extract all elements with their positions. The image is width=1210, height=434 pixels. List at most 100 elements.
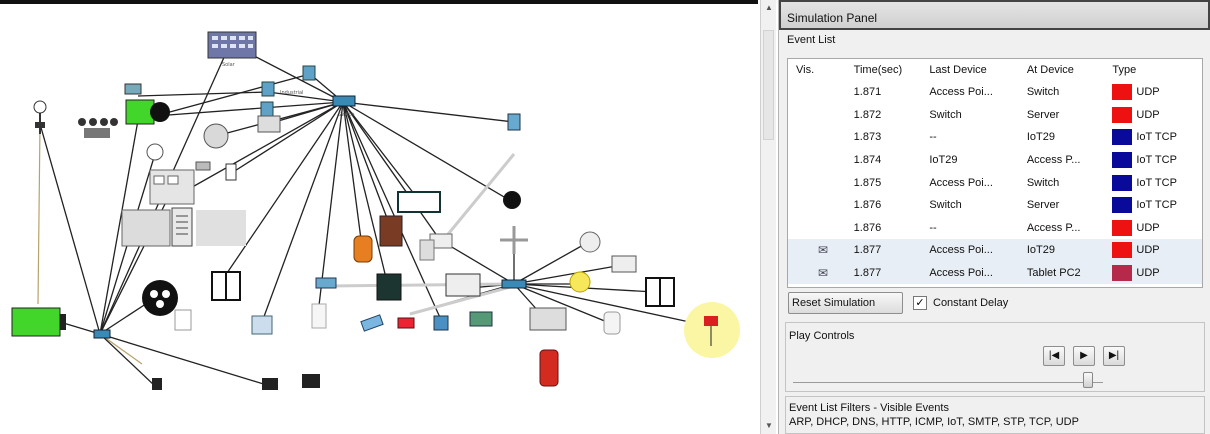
at-device-cell: Access P... xyxy=(1026,154,1081,167)
time-cell: 1.874 xyxy=(853,154,882,167)
step-forward-button[interactable]: ▶| xyxy=(1103,346,1125,366)
event-color-swatch xyxy=(1112,106,1133,123)
speed-slider-track[interactable] xyxy=(793,382,1103,383)
event-color-swatch xyxy=(1112,265,1133,282)
type-cell: IoT TCP xyxy=(1108,126,1202,149)
play-button[interactable]: ▶ xyxy=(1073,346,1095,366)
type-cell: IoT TCP xyxy=(1108,194,1202,217)
time-cell: 1.877 xyxy=(849,239,926,262)
at-device-cell: Switch xyxy=(1026,86,1060,99)
network-topology-canvas[interactable]: Solar Industrial Switch xyxy=(0,0,758,434)
vis-cell xyxy=(788,149,850,172)
vis-cell xyxy=(788,126,850,149)
last-device-cell: -- xyxy=(929,221,937,234)
last-device-cell: Access Poi... xyxy=(925,239,1023,262)
type-cell: IoT TCP xyxy=(1108,149,1202,172)
vis-cell xyxy=(788,217,850,240)
last-device-cell: Switch xyxy=(929,108,962,121)
at-device-cell: Access P... xyxy=(1026,221,1081,234)
event-type-label: IoT TCP xyxy=(1136,199,1177,212)
event-color-swatch xyxy=(1112,174,1133,191)
event-type-label: UDP xyxy=(1136,266,1160,279)
vis-cell xyxy=(788,104,850,127)
last-device-cell: Switch xyxy=(929,199,962,212)
event-color-swatch xyxy=(1112,152,1133,169)
topology-diagram: Solar Industrial Switch xyxy=(11,31,740,390)
type-cell: UDP xyxy=(1108,217,1202,240)
envelope-icon: ✉ xyxy=(818,266,829,281)
event-color-swatch xyxy=(1112,219,1133,236)
column-header-type[interactable]: Type xyxy=(1112,64,1137,76)
last-device-cell: Access Poi... xyxy=(929,176,993,189)
speed-slider-thumb[interactable] xyxy=(1083,372,1093,388)
svg-text:Switch: Switch xyxy=(338,112,355,118)
last-device-cell: -- xyxy=(929,131,937,144)
envelope-icon: ✉ xyxy=(818,243,829,258)
time-cell: 1.877 xyxy=(849,261,926,285)
reset-simulation-button[interactable]: Reset Simulation xyxy=(788,292,903,314)
simulation-panel: Simulation Panel Event List Vis. Time(se… xyxy=(778,0,1210,434)
event-type-label: IoT TCP xyxy=(1136,131,1177,144)
time-cell: 1.876 xyxy=(853,221,882,234)
at-device-cell: IoT29 xyxy=(1022,239,1109,262)
event-color-swatch xyxy=(1112,242,1133,259)
type-cell: UDP xyxy=(1108,81,1202,104)
serial-links xyxy=(37,123,143,365)
step-back-button[interactable]: |◀ xyxy=(1043,346,1065,366)
event-color-swatch xyxy=(1112,129,1133,146)
event-type-label: IoT TCP xyxy=(1136,176,1177,189)
svg-text:Solar: Solar xyxy=(222,62,236,68)
event-row[interactable]: 1.873 -- IoT29 IoT TCP xyxy=(788,126,1202,149)
type-cell: UDP xyxy=(1108,261,1202,285)
vis-cell xyxy=(788,171,850,194)
wireless-links xyxy=(329,153,516,316)
event-row[interactable]: 1.876 -- Access P... UDP xyxy=(788,217,1202,240)
time-cell: 1.873 xyxy=(853,131,882,144)
event-filters-label: Event List Filters - Visible Events xyxy=(789,402,949,414)
column-header-last-device[interactable]: Last Device xyxy=(929,64,987,76)
column-header-vis[interactable]: Vis. xyxy=(796,64,815,76)
scrollbar-thumb[interactable] xyxy=(763,30,774,140)
time-cell: 1.876 xyxy=(853,199,882,212)
column-header-at-device[interactable]: At Device xyxy=(1026,64,1074,76)
at-device-cell: Server xyxy=(1026,108,1060,121)
type-cell: UDP xyxy=(1108,104,1202,127)
vis-cell xyxy=(788,81,850,104)
play-controls-group xyxy=(785,322,1205,392)
type-cell: UDP xyxy=(1108,239,1202,262)
event-list-table[interactable]: Vis. Time(sec) Last Device At Device Typ… xyxy=(787,58,1203,288)
event-type-label: IoT TCP xyxy=(1136,153,1177,166)
at-device-cell: IoT29 xyxy=(1026,131,1055,144)
at-device-cell: Server xyxy=(1026,199,1060,212)
constant-delay-label: Constant Delay xyxy=(933,297,1009,309)
scroll-up-arrow-icon[interactable]: ▲ xyxy=(765,3,773,12)
vis-cell xyxy=(788,194,850,217)
event-type-label: UDP xyxy=(1136,86,1160,99)
column-header-time[interactable]: Time(sec) xyxy=(853,64,903,76)
event-color-swatch xyxy=(1112,84,1133,101)
event-row[interactable]: 1.876 Switch Server IoT TCP xyxy=(788,194,1202,217)
svg-text:Industrial: Industrial xyxy=(280,90,303,96)
scroll-down-arrow-icon[interactable]: ▼ xyxy=(765,421,773,430)
event-type-label: UDP xyxy=(1136,244,1160,257)
canvas-vertical-scrollbar[interactable]: ▲ ▼ xyxy=(760,0,776,434)
vis-cell: ✉ xyxy=(788,239,850,262)
event-list-label: Event List xyxy=(787,34,836,46)
at-device-cell: Switch xyxy=(1026,176,1060,189)
event-type-label: UDP xyxy=(1136,108,1160,121)
constant-delay-checkbox[interactable]: ✓ xyxy=(913,296,927,310)
last-device-cell: Access Poi... xyxy=(925,261,1023,285)
devices: Solar Industrial Switch xyxy=(11,31,740,390)
play-controls-label: Play Controls xyxy=(789,330,855,342)
time-cell: 1.872 xyxy=(853,108,882,121)
event-filters-value: ARP, DHCP, DNS, HTTP, ICMP, IoT, SMTP, S… xyxy=(789,416,1079,428)
event-row[interactable]: 1.872 Switch Server UDP xyxy=(788,104,1202,127)
event-color-swatch xyxy=(1112,197,1133,214)
type-cell: IoT TCP xyxy=(1108,171,1202,194)
at-device-cell: Tablet PC2 xyxy=(1022,261,1109,285)
